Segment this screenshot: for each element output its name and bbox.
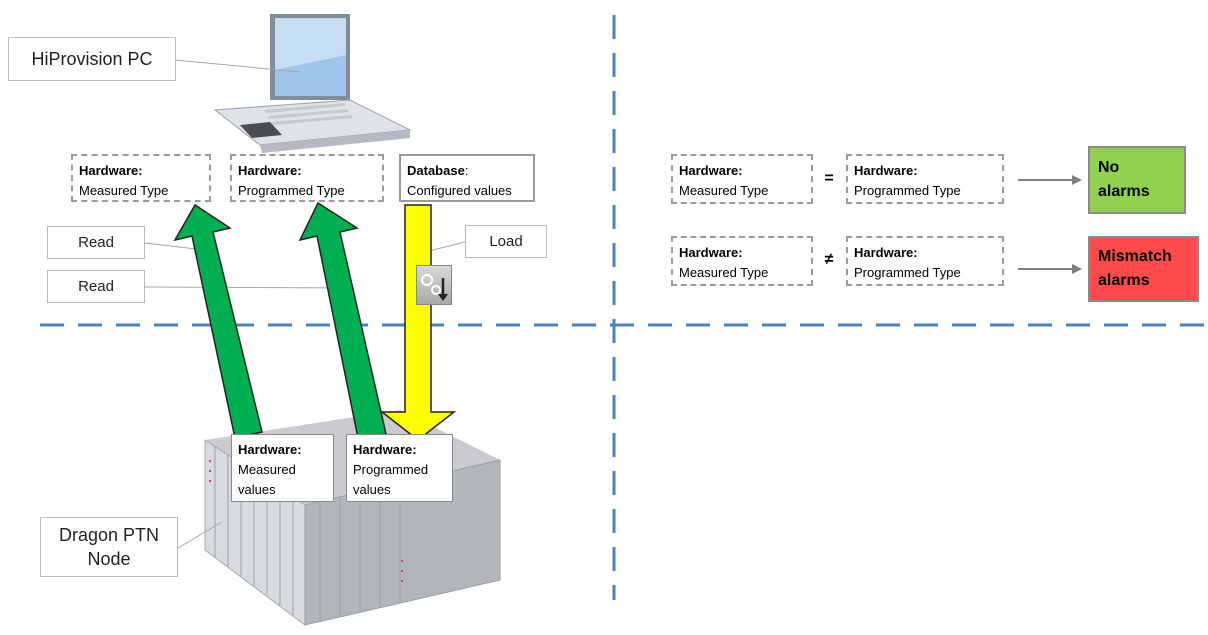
compare1-programmed-box: Hardware: Programmed Type	[846, 154, 1004, 204]
compare2-programmed-box: Hardware: Programmed Type	[846, 236, 1004, 286]
pc-measured-type-value: Measured Type	[79, 183, 169, 198]
no-alarms-line1: No	[1098, 159, 1120, 176]
pc-measured-type-box: Hardware: Measured Type	[71, 154, 211, 202]
node-measured-line1: Measured	[238, 462, 296, 477]
compare2-programmed-value: Programmed Type	[854, 265, 961, 280]
dragon-node-label-line2: Node	[87, 549, 131, 569]
compare2-programmed-label: Hardware:	[854, 245, 918, 260]
mismatch-alarms-line1: Mismatch	[1098, 248, 1172, 265]
node-programmed-label: Hardware:	[353, 442, 417, 457]
read-callout-1: Read	[47, 226, 145, 259]
compare1-programmed-label: Hardware:	[854, 163, 918, 178]
database-value: Configured values	[407, 183, 512, 198]
compare1-measured-value: Measured Type	[679, 183, 769, 198]
read-callout-2-label: Read	[78, 278, 114, 295]
laptop-icon	[213, 14, 412, 153]
compare1-operator: =	[824, 170, 834, 187]
read-arrow-programmed	[298, 201, 387, 439]
pc-measured-type-label: Hardware:	[79, 163, 143, 178]
dragon-node-label-line1: Dragon PTN	[58, 525, 160, 545]
compare2-measured-box: Hardware: Measured Type	[671, 236, 813, 286]
pc-callout-leader	[174, 59, 301, 73]
load-callout: Load	[465, 225, 547, 258]
node-measured-values-box: Hardware: Measured values	[231, 434, 334, 502]
load-config-icon	[416, 265, 452, 305]
comparison-arrow-2	[1018, 264, 1082, 274]
dragon-node-callout: Dragon PTN Node	[40, 517, 178, 577]
hiprovision-pc-callout: HiProvision PC	[8, 37, 176, 81]
compare1-programmed-value: Programmed Type	[854, 183, 961, 198]
load-callout-label: Load	[489, 233, 523, 250]
node-programmed-line1: Programmed	[353, 462, 429, 477]
read-arrow-measured	[173, 203, 263, 439]
node-measured-line2: values	[238, 482, 276, 497]
hiprovision-pc-label: HiProvision PC	[31, 49, 153, 69]
compare2-operator: ≠	[824, 251, 834, 268]
node-measured-label: Hardware:	[238, 442, 302, 457]
database-label-suffix: :	[464, 163, 469, 178]
compare1-measured-label: Hardware:	[679, 163, 743, 178]
no-alarms-badge: No alarms	[1088, 146, 1186, 214]
node-programmed-values-box: Hardware: Programmed values	[346, 434, 453, 502]
comparison-arrow-1	[1018, 175, 1082, 185]
database-box: Database: Configured values	[399, 154, 535, 202]
no-alarms-line2: alarms	[1098, 183, 1150, 200]
pc-programmed-type-value: Programmed Type	[238, 183, 345, 198]
database-label: Database	[407, 163, 465, 178]
compare2-measured-value: Measured Type	[679, 265, 769, 280]
pc-programmed-type-label: Hardware:	[238, 163, 302, 178]
pc-programmed-type-box: Hardware: Programmed Type	[230, 154, 384, 202]
mismatch-alarms-badge: Mismatch alarms	[1088, 236, 1199, 302]
compare1-measured-box: Hardware: Measured Type	[671, 154, 813, 204]
read-callout-2: Read	[47, 270, 145, 303]
mismatch-alarms-line2: alarms	[1098, 272, 1150, 289]
load-arrow	[379, 204, 457, 441]
read2-callout-leader	[144, 286, 356, 289]
node-callout-leader	[177, 521, 223, 549]
read-callout-1-label: Read	[78, 234, 114, 251]
compare2-measured-label: Hardware:	[679, 245, 743, 260]
node-programmed-line2: values	[353, 482, 391, 497]
